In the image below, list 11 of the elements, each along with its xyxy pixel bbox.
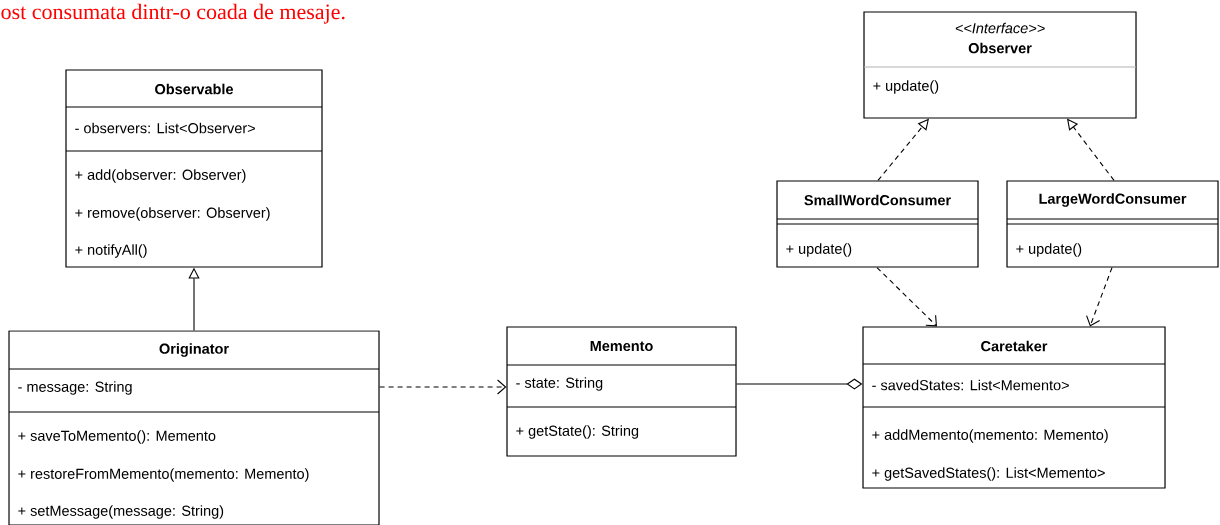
class-box: Originator - message: String + saveToMemento(): Memento + restoreFromMemento(memento: Memento) + setMessage(message: String) xyxy=(8,330,380,525)
class-box: LargeWordConsumer + update() xyxy=(1006,180,1219,268)
class-box: <<Interface>> Observer + update() xyxy=(863,11,1137,119)
connector-arrow xyxy=(379,379,507,395)
connector-arrow xyxy=(876,267,937,327)
class-box: SmallWordConsumer + update() xyxy=(776,180,979,268)
connector-arrow xyxy=(1086,267,1113,327)
class-box: Observable - observers: List<Observer> + add(observer: Observer) + remove(observer: Observer) + notifyAll() xyxy=(65,69,323,268)
class-box: Caretaker - savedStates: List<Memento> + addMemento(memento: Memento) + getSavedStates(): List<Memento> xyxy=(862,326,1166,489)
class-box: Memento - state: String + getState(): String xyxy=(506,326,737,457)
note-text: ost consumata dintr-o coada de mesaje. xyxy=(1,3,345,24)
